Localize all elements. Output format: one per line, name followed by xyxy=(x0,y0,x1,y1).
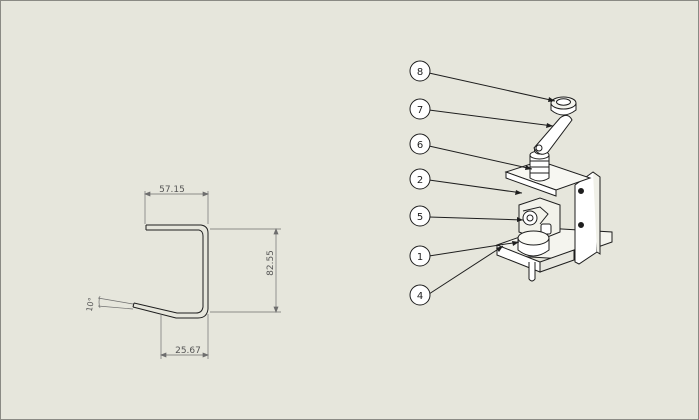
dimension-bottom-width-label: 25.67 xyxy=(175,346,201,356)
balloon-8-label: 8 xyxy=(417,67,423,78)
balloon-2: 2 xyxy=(409,168,431,190)
balloon-5-label: 5 xyxy=(417,212,423,223)
dimension-top-width xyxy=(144,191,209,224)
balloon-1-label: 1 xyxy=(417,252,423,263)
profile-outline xyxy=(132,224,209,319)
leader-lines xyxy=(428,72,556,295)
clamp-assembly-iso-view xyxy=(496,96,613,282)
profile-end-bottom xyxy=(132,302,135,308)
base-screw xyxy=(528,262,536,282)
leader-arrows xyxy=(496,97,555,252)
balloon-4-label: 4 xyxy=(417,291,423,302)
balloon-6-label: 6 xyxy=(417,140,423,151)
dimension-bottom-width xyxy=(160,314,209,359)
balloon-6: 6 xyxy=(409,133,431,155)
balloon-4: 4 xyxy=(409,284,431,306)
dimension-height-label: 82.55 xyxy=(266,250,276,276)
dimension-angle-label: 10° xyxy=(85,297,96,313)
handle-arm xyxy=(533,114,573,155)
bracket-profile-view xyxy=(132,224,209,319)
balloon-5: 5 xyxy=(409,205,431,227)
balloon-2-label: 2 xyxy=(417,175,423,186)
balloon-7: 7 xyxy=(409,98,431,120)
balloon-8: 8 xyxy=(409,60,431,82)
balloon-1: 1 xyxy=(409,245,431,267)
dimension-top-width-label: 57.15 xyxy=(159,185,185,195)
profile-inner-outline xyxy=(133,229,204,314)
dimension-height xyxy=(210,228,281,313)
balloon-7-label: 7 xyxy=(417,105,423,116)
dimension-angle xyxy=(97,295,134,310)
